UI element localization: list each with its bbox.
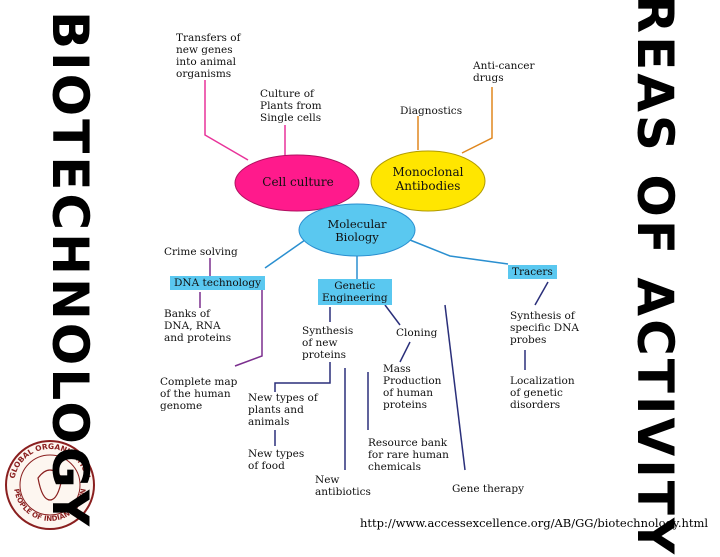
label-crime-solving: Crime solving: [164, 246, 238, 258]
label-synthesis-new-proteins: Synthesis of new proteins: [302, 325, 354, 361]
label-localization: Localization of genetic disorders: [510, 375, 575, 411]
monoclonal-antibodies-label: Monoclonal Antibodies: [392, 165, 464, 193]
label-banks: Banks of DNA, RNA and proteins: [164, 308, 232, 344]
molecular-biology-ellipse: [298, 203, 416, 257]
label-new-plants-animals: New types of plants and animals: [248, 392, 318, 428]
connector-tracers: [409, 239, 509, 265]
label-new-food: New types of food: [248, 448, 305, 472]
cell-culture-ellipse: [234, 154, 360, 212]
title-biotechnology: BIOTECHNOLOGY: [41, 10, 99, 530]
source-url: http://www.accessexcellence.org/AB/GG/bi…: [360, 516, 709, 530]
connector-mass: [399, 341, 411, 363]
diagram-canvas: GLOBAL ORGANIZATION PEOPLE OF INDIAN ORI…: [5, 0, 709, 557]
dna-technology-box: DNA technology: [170, 276, 266, 290]
label-synthesis-dna-probes: Synthesis of specific DNA probes: [510, 310, 579, 346]
title-areas-of-activity: AREAS OF ACTIVITY: [626, 0, 684, 557]
label-new-antibiotics: New antibiotics: [315, 474, 371, 498]
label-anticancer: Anti-cancer drugs: [473, 60, 535, 84]
connector-dna-tech: [264, 239, 306, 269]
tracers-box: Tracers: [508, 265, 557, 279]
cell-culture-label: Cell culture: [262, 175, 334, 189]
connector-probes: [534, 281, 549, 306]
label-gene-therapy: Gene therapy: [452, 483, 525, 495]
connector-lines: GLOBAL ORGANIZATION PEOPLE OF INDIAN ORI…: [5, 80, 549, 530]
label-transfers: Transfers of new genes into animal organ…: [176, 32, 241, 80]
label-complete-map: Complete map of the human genome: [160, 376, 238, 412]
label-cloning: Cloning: [396, 327, 438, 339]
label-resource-bank: Resource bank for rare human chemicals: [368, 437, 449, 473]
connector-proteins-branch: [274, 362, 331, 392]
molecular-biology-label: Molecular Biology: [327, 217, 387, 244]
connector-cloning: [384, 304, 401, 326]
label-culture-plants: Culture of Plants from Single cells: [260, 88, 322, 124]
genetic-engineering-box: Genetic Engineering: [318, 279, 392, 305]
connector-transfers: [204, 80, 249, 161]
label-mass-production: Mass Production of human proteins: [383, 363, 442, 411]
label-diagnostics: Diagnostics: [400, 105, 463, 117]
connector-gene-therapy: [444, 304, 466, 471]
connector-anticancer: [461, 87, 493, 154]
connector-map: [234, 284, 263, 367]
monoclonal-ellipse: [370, 150, 486, 212]
